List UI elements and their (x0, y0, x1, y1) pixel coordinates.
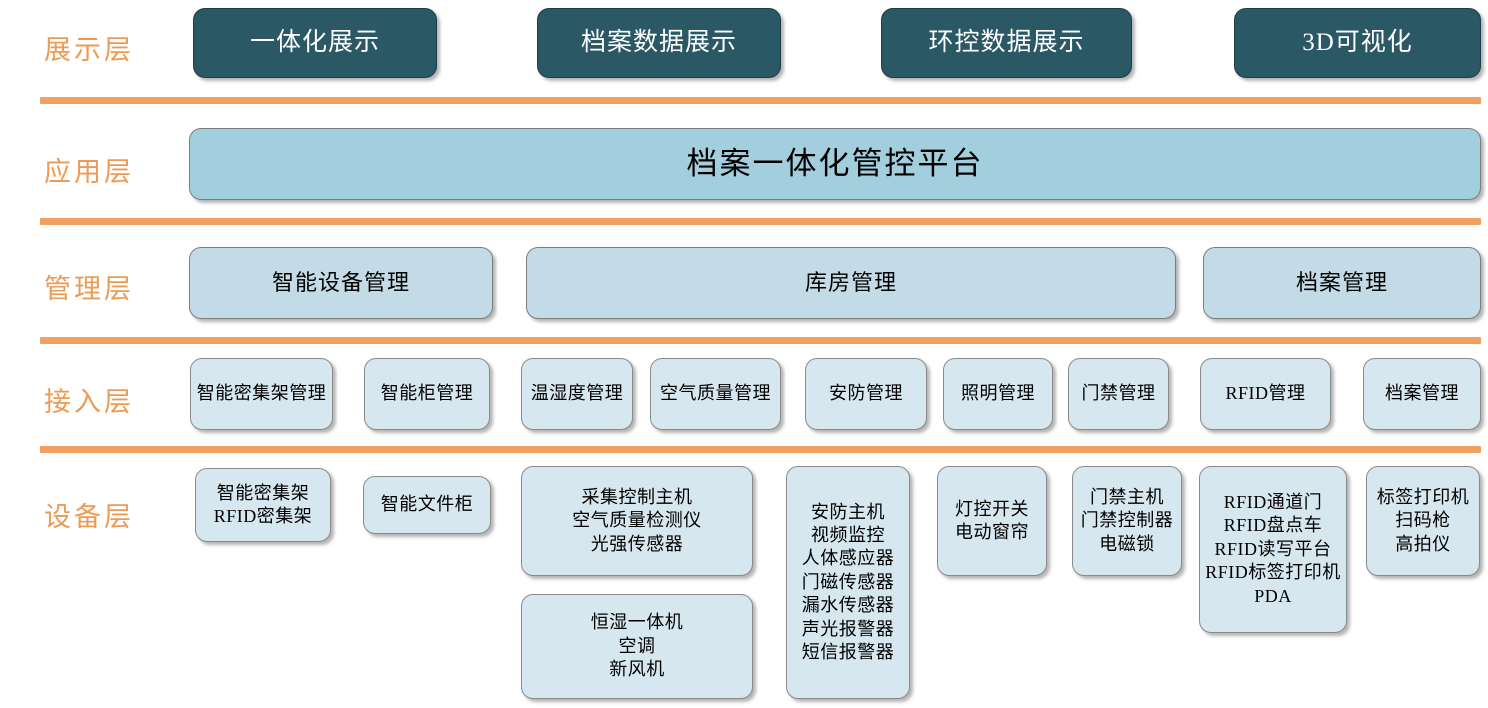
device-box-smart-shelf-lines: 智能密集架 RFID密集架 (214, 482, 313, 529)
access-box-temperature-humidity-label: 温湿度管理 (530, 383, 624, 404)
display-box-3d-visualization-label: 3D可视化 (1302, 28, 1413, 56)
divider-management-access (40, 337, 1481, 344)
device-line: 扫码枪 (1395, 510, 1451, 531)
application-box-platform[interactable]: 档案一体化管控平台 (189, 128, 1481, 200)
access-box-smart-cabinet-label: 智能柜管理 (380, 383, 474, 404)
device-line: 短信报警器 (801, 641, 895, 662)
management-box-smart-device[interactable]: 智能设备管理 (189, 247, 493, 319)
device-line: 门磁传感器 (801, 571, 895, 592)
access-box-air-quality-label: 空气质量管理 (660, 383, 771, 404)
device-line: 恒湿一体机 (590, 612, 684, 633)
device-box-humidity-hvac-lines: 恒湿一体机 空调 新风机 (591, 611, 684, 681)
device-line: 安防主机 (811, 501, 885, 522)
display-box-integrated[interactable]: 一体化展示 (193, 8, 437, 78)
divider-application-management (40, 218, 1481, 225)
access-box-security[interactable]: 安防管理 (805, 358, 927, 430)
device-line: 漏水传感器 (801, 595, 895, 616)
layer-label-access: 接入层 (44, 387, 134, 417)
device-box-collection-host-lines: 采集控制主机 空气质量检测仪 光强传感器 (572, 486, 702, 556)
device-box-collection-host[interactable]: 采集控制主机 空气质量检测仪 光强传感器 (521, 466, 753, 576)
device-box-lighting-equipment-lines: 灯控开关 电动窗帘 (955, 498, 1029, 545)
access-box-rfid-label: RFID管理 (1225, 383, 1306, 404)
layer-label-application: 应用层 (44, 157, 134, 187)
device-line: 新风机 (609, 659, 665, 680)
display-box-environment-data-label: 环控数据展示 (928, 28, 1085, 56)
device-line: 视频监控 (811, 525, 885, 546)
device-line: 标签打印机 (1376, 486, 1470, 507)
access-box-access-control[interactable]: 门禁管理 (1068, 358, 1169, 430)
device-line: 采集控制主机 (581, 486, 693, 507)
device-line: 空调 (618, 635, 656, 656)
display-box-archive-data-label: 档案数据展示 (580, 28, 737, 56)
management-box-warehouse-label: 库房管理 (804, 269, 897, 295)
device-line: PDA (1254, 585, 1292, 606)
device-line: 灯控开关 (955, 498, 1029, 519)
device-line: RFID读写平台 (1214, 538, 1332, 559)
device-line: 电动窗帘 (955, 522, 1029, 542)
access-box-security-label: 安防管理 (829, 383, 903, 404)
access-box-archive[interactable]: 档案管理 (1363, 358, 1481, 430)
display-box-integrated-label: 一体化展示 (249, 28, 380, 56)
device-box-security-equipment[interactable]: 安防主机 视频监控 人体感应器 门磁传感器 漏水传感器 声光报警器 短信报警器 (786, 466, 910, 699)
device-box-archive-equipment[interactable]: 标签打印机 扫码枪 高拍仪 (1366, 466, 1480, 576)
device-box-smart-shelf[interactable]: 智能密集架 RFID密集架 (195, 468, 331, 542)
device-line: 空气质量检测仪 (572, 510, 702, 531)
access-box-smart-shelf-label: 智能密集架管理 (196, 383, 327, 404)
management-box-warehouse[interactable]: 库房管理 (526, 247, 1176, 319)
device-line: 高拍仪 (1395, 533, 1451, 554)
device-line: 门禁控制器 (1080, 510, 1174, 531)
device-line: 人体感应器 (801, 548, 895, 569)
device-line: RFID标签打印机 (1205, 562, 1341, 583)
device-box-archive-equipment-lines: 标签打印机 扫码枪 高拍仪 (1377, 486, 1470, 556)
device-line: 电磁锁 (1099, 533, 1155, 554)
access-box-archive-label: 档案管理 (1385, 383, 1459, 404)
layer-label-management: 管理层 (44, 274, 134, 304)
access-box-lighting-label: 照明管理 (961, 383, 1035, 404)
device-box-access-control-equipment[interactable]: 门禁主机 门禁控制器 电磁锁 (1072, 466, 1182, 576)
device-line: RFID盘点车 (1223, 515, 1323, 536)
access-box-temperature-humidity[interactable]: 温湿度管理 (521, 358, 633, 430)
access-box-rfid[interactable]: RFID管理 (1200, 358, 1331, 430)
device-box-rfid-equipment-lines: RFID通道门 RFID盘点车 RFID读写平台 RFID标签打印机 PDA (1205, 491, 1341, 608)
divider-display-application (40, 97, 1481, 104)
access-box-air-quality[interactable]: 空气质量管理 (650, 358, 781, 430)
device-box-rfid-equipment[interactable]: RFID通道门 RFID盘点车 RFID读写平台 RFID标签打印机 PDA (1199, 466, 1347, 633)
layer-label-display: 展示层 (44, 35, 134, 65)
display-box-environment-data[interactable]: 环控数据展示 (881, 8, 1132, 78)
device-line: 声光报警器 (801, 618, 895, 639)
access-box-lighting[interactable]: 照明管理 (943, 358, 1053, 430)
management-box-archive[interactable]: 档案管理 (1203, 247, 1481, 319)
device-line: 门禁主机 (1090, 486, 1164, 507)
device-line: RFID通道门 (1223, 492, 1323, 513)
access-box-access-control-label: 门禁管理 (1081, 383, 1156, 404)
management-box-smart-device-label: 智能设备管理 (271, 269, 410, 295)
device-box-security-equipment-lines: 安防主机 视频监控 人体感应器 门磁传感器 漏水传感器 声光报警器 短信报警器 (802, 501, 895, 665)
device-box-humidity-hvac[interactable]: 恒湿一体机 空调 新风机 (521, 594, 753, 699)
divider-access-device (40, 446, 1481, 453)
device-box-smart-file-cabinet[interactable]: 智能文件柜 (363, 476, 491, 534)
device-box-smart-file-cabinet-lines: 智能文件柜 (381, 493, 474, 516)
layer-label-device: 设备层 (44, 502, 134, 532)
device-box-access-control-equipment-lines: 门禁主机 门禁控制器 电磁锁 (1081, 486, 1174, 556)
display-box-archive-data[interactable]: 档案数据展示 (537, 8, 781, 78)
display-box-3d-visualization[interactable]: 3D可视化 (1234, 8, 1481, 78)
device-line: 智能密集架 (216, 482, 310, 503)
application-box-platform-label: 档案一体化管控平台 (686, 145, 984, 181)
device-line: RFID密集架 (213, 506, 313, 526)
management-box-archive-label: 档案管理 (1295, 269, 1388, 295)
device-line: 智能文件柜 (380, 494, 474, 515)
access-box-smart-cabinet[interactable]: 智能柜管理 (364, 358, 490, 430)
device-line: 光强传感器 (590, 533, 684, 554)
access-box-smart-shelf[interactable]: 智能密集架管理 (190, 358, 333, 430)
device-box-lighting-equipment[interactable]: 灯控开关 电动窗帘 (937, 466, 1047, 576)
